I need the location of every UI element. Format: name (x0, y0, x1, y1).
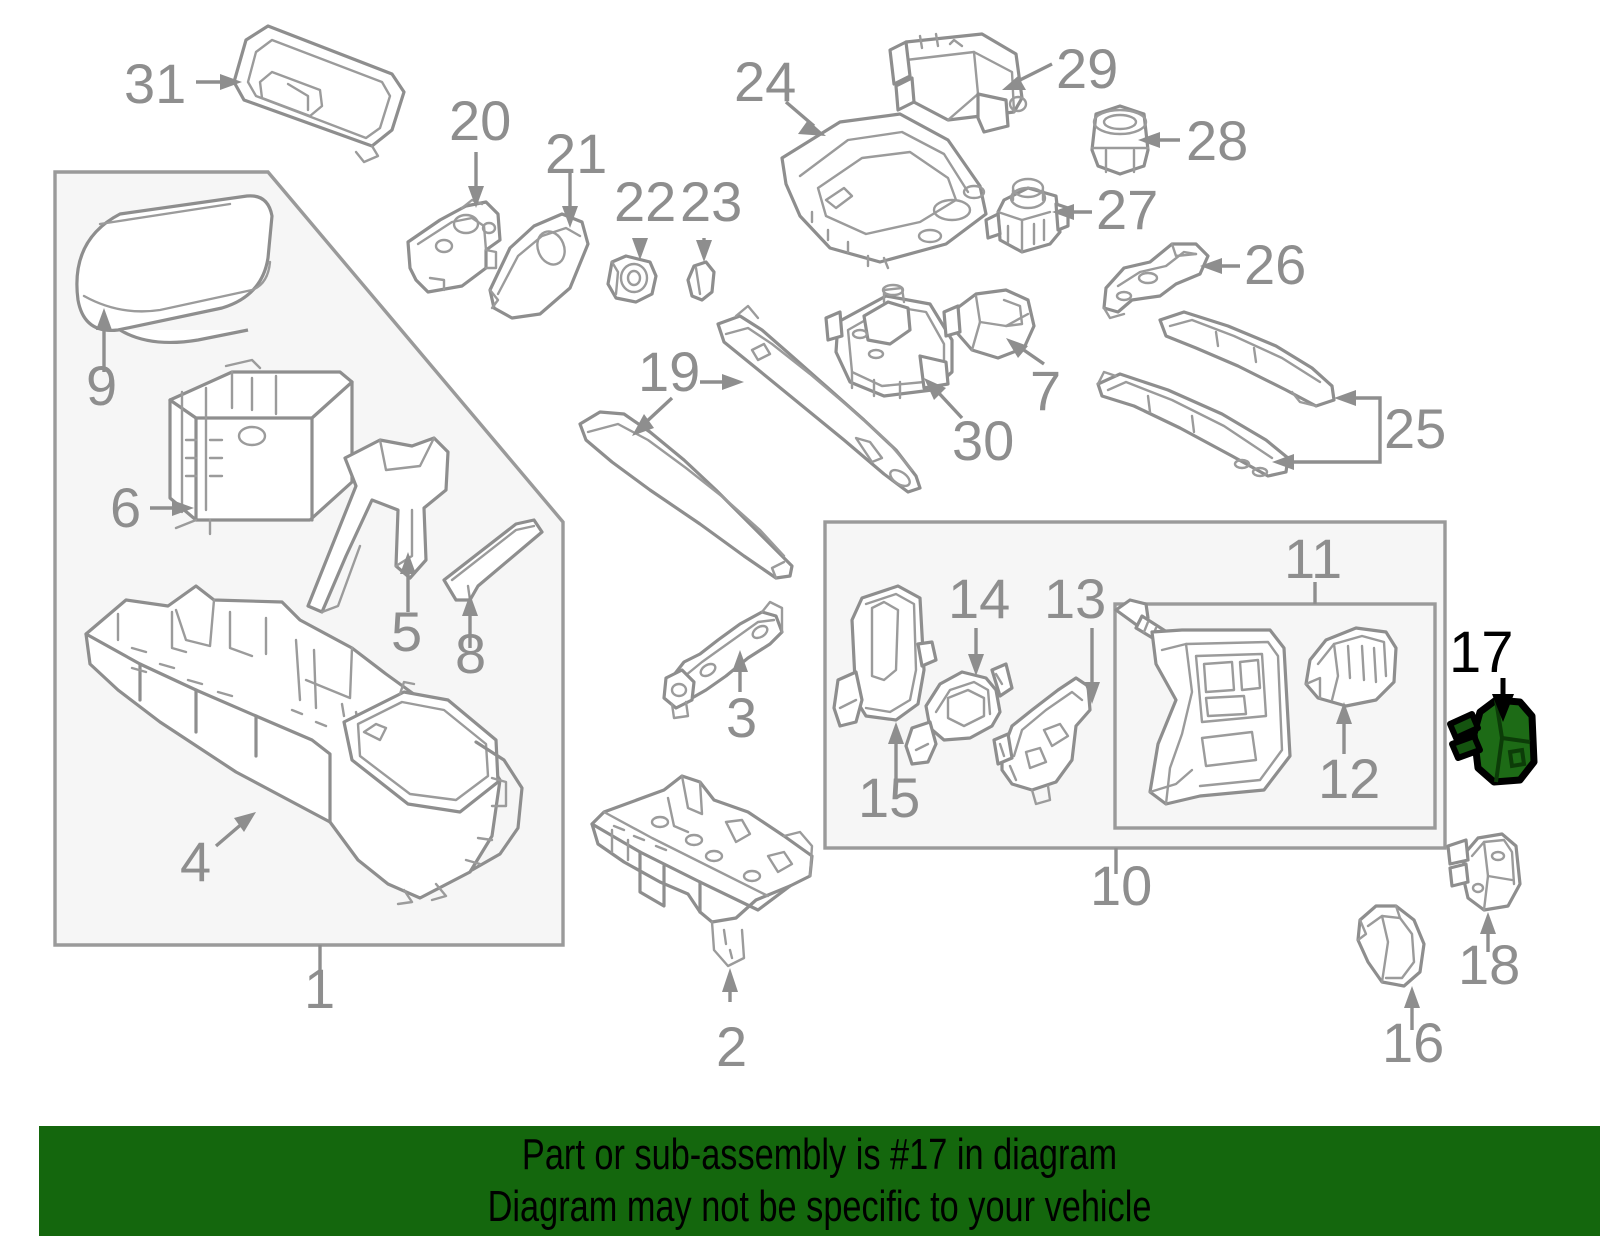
callout-leader-28 (1138, 132, 1180, 148)
callout-label-2: 2 (716, 1015, 747, 1078)
callout-label-4: 4 (180, 830, 211, 893)
part-19b-console-trim (716, 304, 922, 494)
callout-leader-22 (632, 238, 648, 260)
callout-label-8: 8 (455, 622, 486, 685)
callout-leader-8 (462, 594, 478, 648)
callout-label-20: 20 (449, 89, 511, 152)
callout-label-28: 28 (1186, 109, 1248, 172)
part-11-rear-console-trim-panel (1148, 628, 1292, 806)
callout-leader-18 (1480, 912, 1496, 952)
callout-leader-7 (1006, 338, 1045, 366)
callout-label-27: 27 (1096, 178, 1158, 241)
disclaimer-banner: Part or sub-assembly is #17 in diagram D… (39, 1126, 1600, 1236)
callout-label-17: 17 (1449, 620, 1514, 685)
callout-label-31: 31 (124, 52, 186, 115)
part-18-console-switch-assembly (1446, 832, 1522, 912)
callout-label-25: 25 (1384, 397, 1446, 460)
callout-leader-3 (732, 650, 748, 692)
part-29-control-module (888, 32, 1028, 134)
callout-leader-24 (784, 100, 826, 136)
part-19-console-side-trim-panel (578, 410, 794, 580)
callout-leader-13 (1084, 628, 1100, 704)
callout-leader-20 (468, 152, 484, 208)
callout-label-13: 13 (1044, 567, 1106, 630)
callout-label-21: 21 (545, 122, 607, 185)
part-6-storage-bin (168, 358, 354, 536)
callout-label-5: 5 (391, 600, 422, 663)
callout-label-30: 30 (952, 409, 1014, 472)
callout-leader-12 (1336, 702, 1352, 754)
callout-leader-31 (196, 74, 242, 90)
callout-label-10: 10 (1090, 854, 1152, 917)
part-4-console-body (84, 584, 524, 906)
part-15-rear-console-cover (832, 584, 938, 728)
callout-label-3: 3 (726, 686, 757, 749)
callout-leader-30 (924, 378, 964, 420)
part-16-power-outlet-plug (1356, 904, 1426, 988)
callout-leader-9 (96, 308, 112, 372)
callout-leader-17 (1492, 678, 1514, 722)
callout-label-26: 26 (1244, 233, 1306, 296)
callout-label-1: 1 (304, 957, 335, 1020)
callout-leader-29 (1002, 62, 1053, 90)
part-9-armrest-lid (75, 194, 274, 345)
banner-line-1: Part or sub-assembly is #17 in diagram (521, 1130, 1118, 1179)
callout-label-19: 19 (638, 340, 700, 403)
callout-label-7: 7 (1030, 359, 1061, 422)
callout-label-11: 11 (1284, 527, 1342, 590)
part-20-shift-lever-bracket (406, 198, 502, 294)
callout-leader-19 (632, 374, 744, 436)
callout-leader-25 (1272, 390, 1382, 470)
part-21-shift-lever-cover (488, 212, 590, 320)
callout-leader-21 (562, 172, 578, 228)
callout-label-6: 6 (110, 476, 141, 539)
callout-label-12: 12 (1318, 747, 1380, 810)
part-22-console-grommet (606, 254, 658, 304)
callout-leader-4 (214, 812, 256, 848)
part-14-rear-console-clip (904, 662, 1014, 766)
callout-leader-6 (150, 500, 194, 516)
banner-line-2: Diagram may not be specific to your vehi… (487, 1182, 1152, 1231)
part-13-rear-console-bracket (992, 676, 1092, 806)
callout-leader-14 (968, 628, 984, 676)
part-3-console-support-rod (662, 600, 784, 720)
part-31-console-lid-latch (232, 24, 406, 164)
part-30-shift-control-unit (824, 283, 954, 400)
callout-leader-26 (1200, 258, 1240, 274)
part-27-drive-mode-switch (984, 177, 1070, 254)
callout-label-23: 23 (680, 170, 742, 233)
part-24-shift-panel-trim (780, 112, 988, 270)
callout-leader-15 (888, 722, 904, 784)
callout-leader-23 (696, 238, 712, 262)
callout-leader-2 (722, 968, 738, 1002)
part-26-console-retainer-bracket (1102, 242, 1210, 320)
callout-label-22: 22 (614, 170, 676, 233)
callout-label-15: 15 (858, 766, 920, 829)
callout-leader-16 (1404, 986, 1420, 1030)
part-17-console-switch-highlighted (1447, 696, 1538, 786)
callout-leader-27 (1052, 204, 1092, 220)
callout-label-24: 24 (734, 50, 796, 113)
callout-label-14: 14 (948, 567, 1010, 630)
part-25-console-rail-bracket (1096, 310, 1336, 478)
callout-label-9: 9 (86, 354, 117, 417)
callout-label-29: 29 (1056, 37, 1118, 100)
part-23-console-cap (686, 260, 716, 302)
part-2-console-mounting-bracket (590, 774, 814, 968)
part-28-cigarette-lighter-socket (1090, 104, 1150, 176)
callout-leader-5 (400, 552, 416, 612)
callout-label-18: 18 (1458, 933, 1520, 996)
callout-label-16: 16 (1382, 1011, 1444, 1074)
part-12-rear-vent-duct (1304, 626, 1398, 708)
